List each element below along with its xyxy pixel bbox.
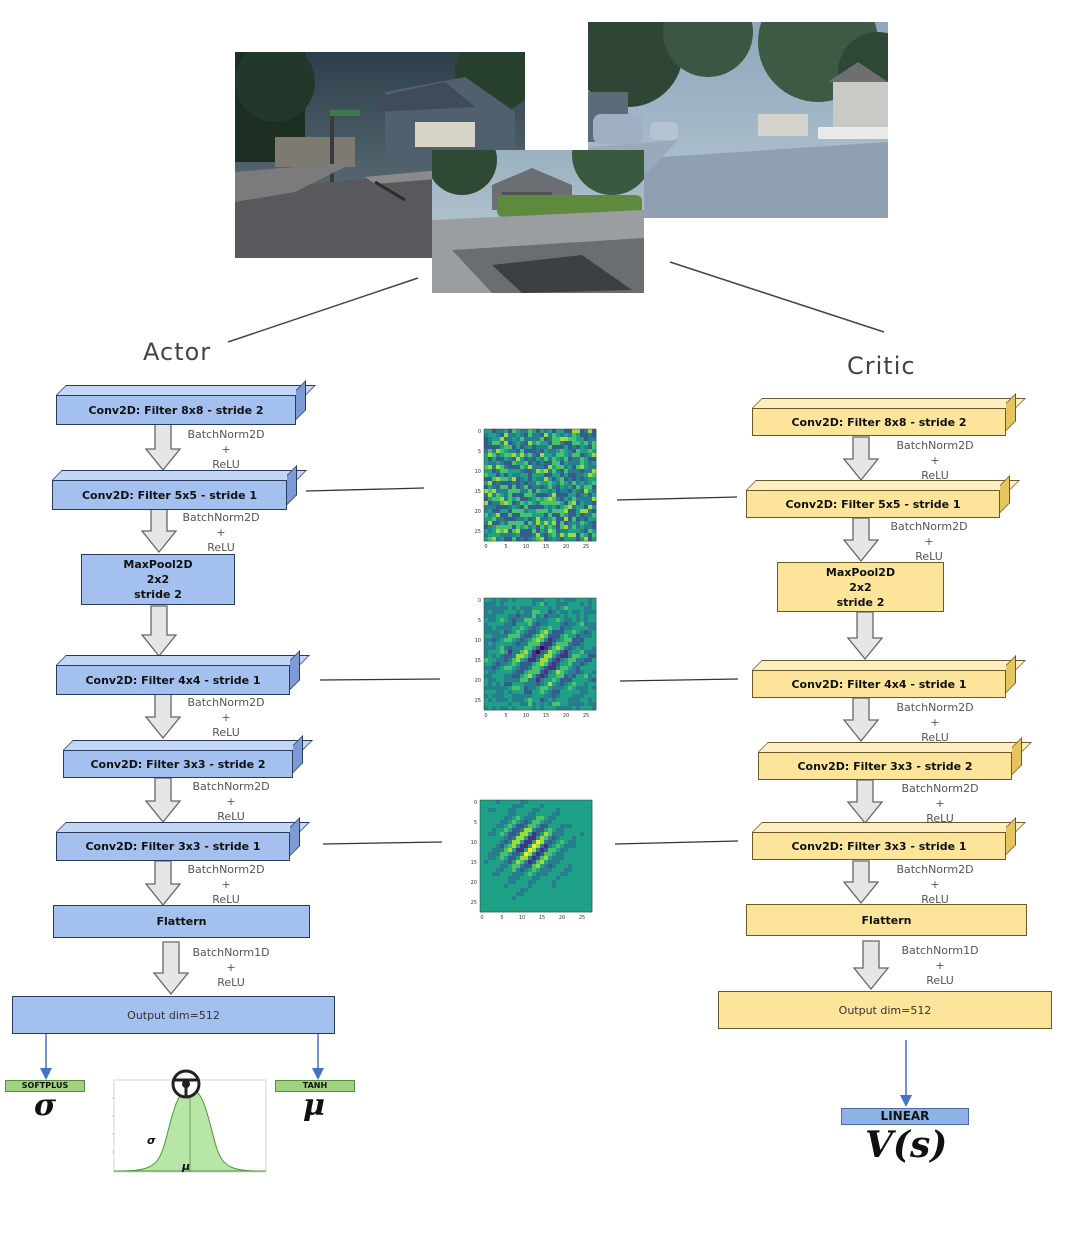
critic-heading: Critic (847, 352, 916, 380)
scene-photo-hedge (432, 150, 644, 293)
feature-map-x-tick: 15 (543, 544, 549, 550)
actor-layer-conv4-label: Conv2D: Filter 3x3 - stride 2 (63, 750, 293, 778)
actor-layer-flatten: Flattern (53, 905, 310, 938)
critic-norm-note-1: BatchNorm2D + ReLU (896, 439, 974, 482)
critic-layer-maxpool: MaxPool2D 2x2 stride 2 (777, 562, 944, 612)
feature-map-y-tick: 20 (475, 509, 481, 515)
critic-arrow-4 (842, 697, 880, 743)
actor-arrow-6 (144, 860, 182, 907)
feature-map-y-tick: 15 (475, 489, 481, 495)
actor-arrow-2 (140, 507, 178, 554)
actor-arrow-3 (140, 605, 178, 658)
feature-map-x-tick: 15 (539, 915, 545, 921)
feature-map-x-tick: 25 (583, 544, 589, 550)
feature-map-x-tick: 20 (559, 915, 565, 921)
feature-map-y-tick: 5 (474, 820, 477, 826)
feature-map-y-tick: 10 (475, 469, 481, 475)
critic-arrow-2 (842, 517, 880, 563)
feature-map-y-tick: 25 (471, 900, 477, 906)
value-function-symbol: V(s) (865, 1124, 948, 1166)
critic-layer-flatten: Flattern (746, 904, 1027, 936)
actor-norm-note-6: BatchNorm1D + ReLU (192, 946, 270, 989)
feature-map-y-tick: 0 (474, 800, 477, 806)
actor-arrow-5 (144, 777, 182, 824)
actor-norm-note-2: BatchNorm2D + ReLU (182, 511, 260, 554)
feature-map-x-tick: 15 (543, 713, 549, 719)
gaussian-sigma-label: σ (147, 1134, 156, 1147)
feature-map-x-tick: 10 (519, 915, 525, 921)
actor-arrow-1 (144, 423, 182, 472)
feature-map-x-tick: 0 (480, 915, 483, 921)
critic-arrow-1 (842, 436, 880, 482)
feature-map-x-tick: 10 (523, 544, 529, 550)
feature-map-x-tick: 0 (484, 544, 487, 550)
feature-map-y-tick: 10 (471, 840, 477, 846)
feature-map-x-tick: 20 (563, 713, 569, 719)
feature-map-x-tick: 0 (484, 713, 487, 719)
feature-map-y-tick: 20 (475, 678, 481, 684)
feature-map-y-tick: 0 (478, 429, 481, 435)
critic-norm-note-3: BatchNorm2D + ReLU (896, 701, 974, 744)
actor-norm-note-5: BatchNorm2D + ReLU (187, 863, 265, 906)
feature-map-x-tick: 20 (563, 544, 569, 550)
feature-map-y-tick: 15 (471, 860, 477, 866)
actor-layer-conv1-label: Conv2D: Filter 8x8 - stride 2 (56, 395, 296, 425)
critic-arrow-7 (852, 940, 890, 991)
feature-map-y-tick: 10 (475, 638, 481, 644)
feature-map-1: 0 5 10 15 20 25 0 5 10 15 20 25 (466, 425, 606, 559)
critic-layer-conv2-label: Conv2D: Filter 5x5 - stride 1 (746, 490, 1000, 518)
sigma-symbol: σ (34, 1088, 57, 1123)
feature-map-y-tick: 25 (475, 698, 481, 704)
feature-map-x-tick: 10 (523, 713, 529, 719)
feature-map-y-tick: 5 (478, 449, 481, 455)
actor-norm-note-1: BatchNorm2D + ReLU (187, 428, 265, 471)
linear-tag: LINEAR (841, 1108, 969, 1125)
critic-layer-conv3-label: Conv2D: Filter 4x4 - stride 1 (752, 670, 1006, 698)
actor-layer-maxpool: MaxPool2D 2x2 stride 2 (81, 554, 235, 605)
gaussian-mu-label: μ (181, 1160, 190, 1173)
feature-map-y-tick: 25 (475, 529, 481, 535)
feature-map-y-tick: 20 (471, 880, 477, 886)
feature-map-3: 0 5 10 15 20 25 0 5 10 15 20 25 (462, 796, 602, 930)
critic-arrow-6 (842, 860, 880, 905)
feature-map-y-tick: 0 (478, 598, 481, 604)
feature-map-x-tick: 25 (579, 915, 585, 921)
softplus-tag: SOFTPLUS (5, 1080, 85, 1092)
feature-map-x-tick: 5 (504, 544, 507, 550)
critic-layer-conv4-label: Conv2D: Filter 3x3 - stride 2 (758, 752, 1012, 780)
critic-norm-note-5: BatchNorm2D + ReLU (896, 863, 974, 906)
critic-norm-note-4: BatchNorm2D + ReLU (901, 782, 979, 825)
tanh-tag: TANH (275, 1080, 355, 1092)
gaussian-policy-plot: σ μ (112, 1069, 267, 1173)
critic-layer-conv5-label: Conv2D: Filter 3x3 - stride 1 (752, 832, 1006, 860)
critic-layer-conv1-label: Conv2D: Filter 8x8 - stride 2 (752, 408, 1006, 436)
actor-output: Output dim=512 (12, 996, 335, 1034)
critic-output: Output dim=512 (718, 991, 1052, 1029)
actor-layer-conv3-label: Conv2D: Filter 4x4 - stride 1 (56, 665, 290, 695)
steering-wheel-icon (171, 1069, 201, 1099)
actor-heading: Actor (143, 338, 212, 366)
feature-map-y-tick: 15 (475, 658, 481, 664)
actor-layer-conv5-label: Conv2D: Filter 3x3 - stride 1 (56, 832, 290, 861)
feature-map-y-tick: 5 (478, 618, 481, 624)
actor-norm-note-3: BatchNorm2D + ReLU (187, 696, 265, 739)
actor-layer-conv2-label: Conv2D: Filter 5x5 - stride 1 (52, 480, 287, 510)
critic-norm-note-6: BatchNorm1D + ReLU (901, 944, 979, 987)
mu-symbol: μ (303, 1088, 325, 1123)
critic-arrow-3 (846, 611, 884, 661)
feature-map-2: 0 5 10 15 20 25 0 5 10 15 20 25 (466, 594, 606, 728)
actor-arrow-7 (152, 941, 190, 996)
feature-map-x-tick: 25 (583, 713, 589, 719)
scene-photo-intersection (235, 52, 525, 258)
actor-arrow-4 (144, 693, 182, 740)
critic-arrow-5 (846, 779, 884, 825)
actor-norm-note-4: BatchNorm2D + ReLU (192, 780, 270, 823)
critic-norm-note-2: BatchNorm2D + ReLU (890, 520, 968, 563)
feature-map-x-tick: 5 (500, 915, 503, 921)
feature-map-x-tick: 5 (504, 713, 507, 719)
